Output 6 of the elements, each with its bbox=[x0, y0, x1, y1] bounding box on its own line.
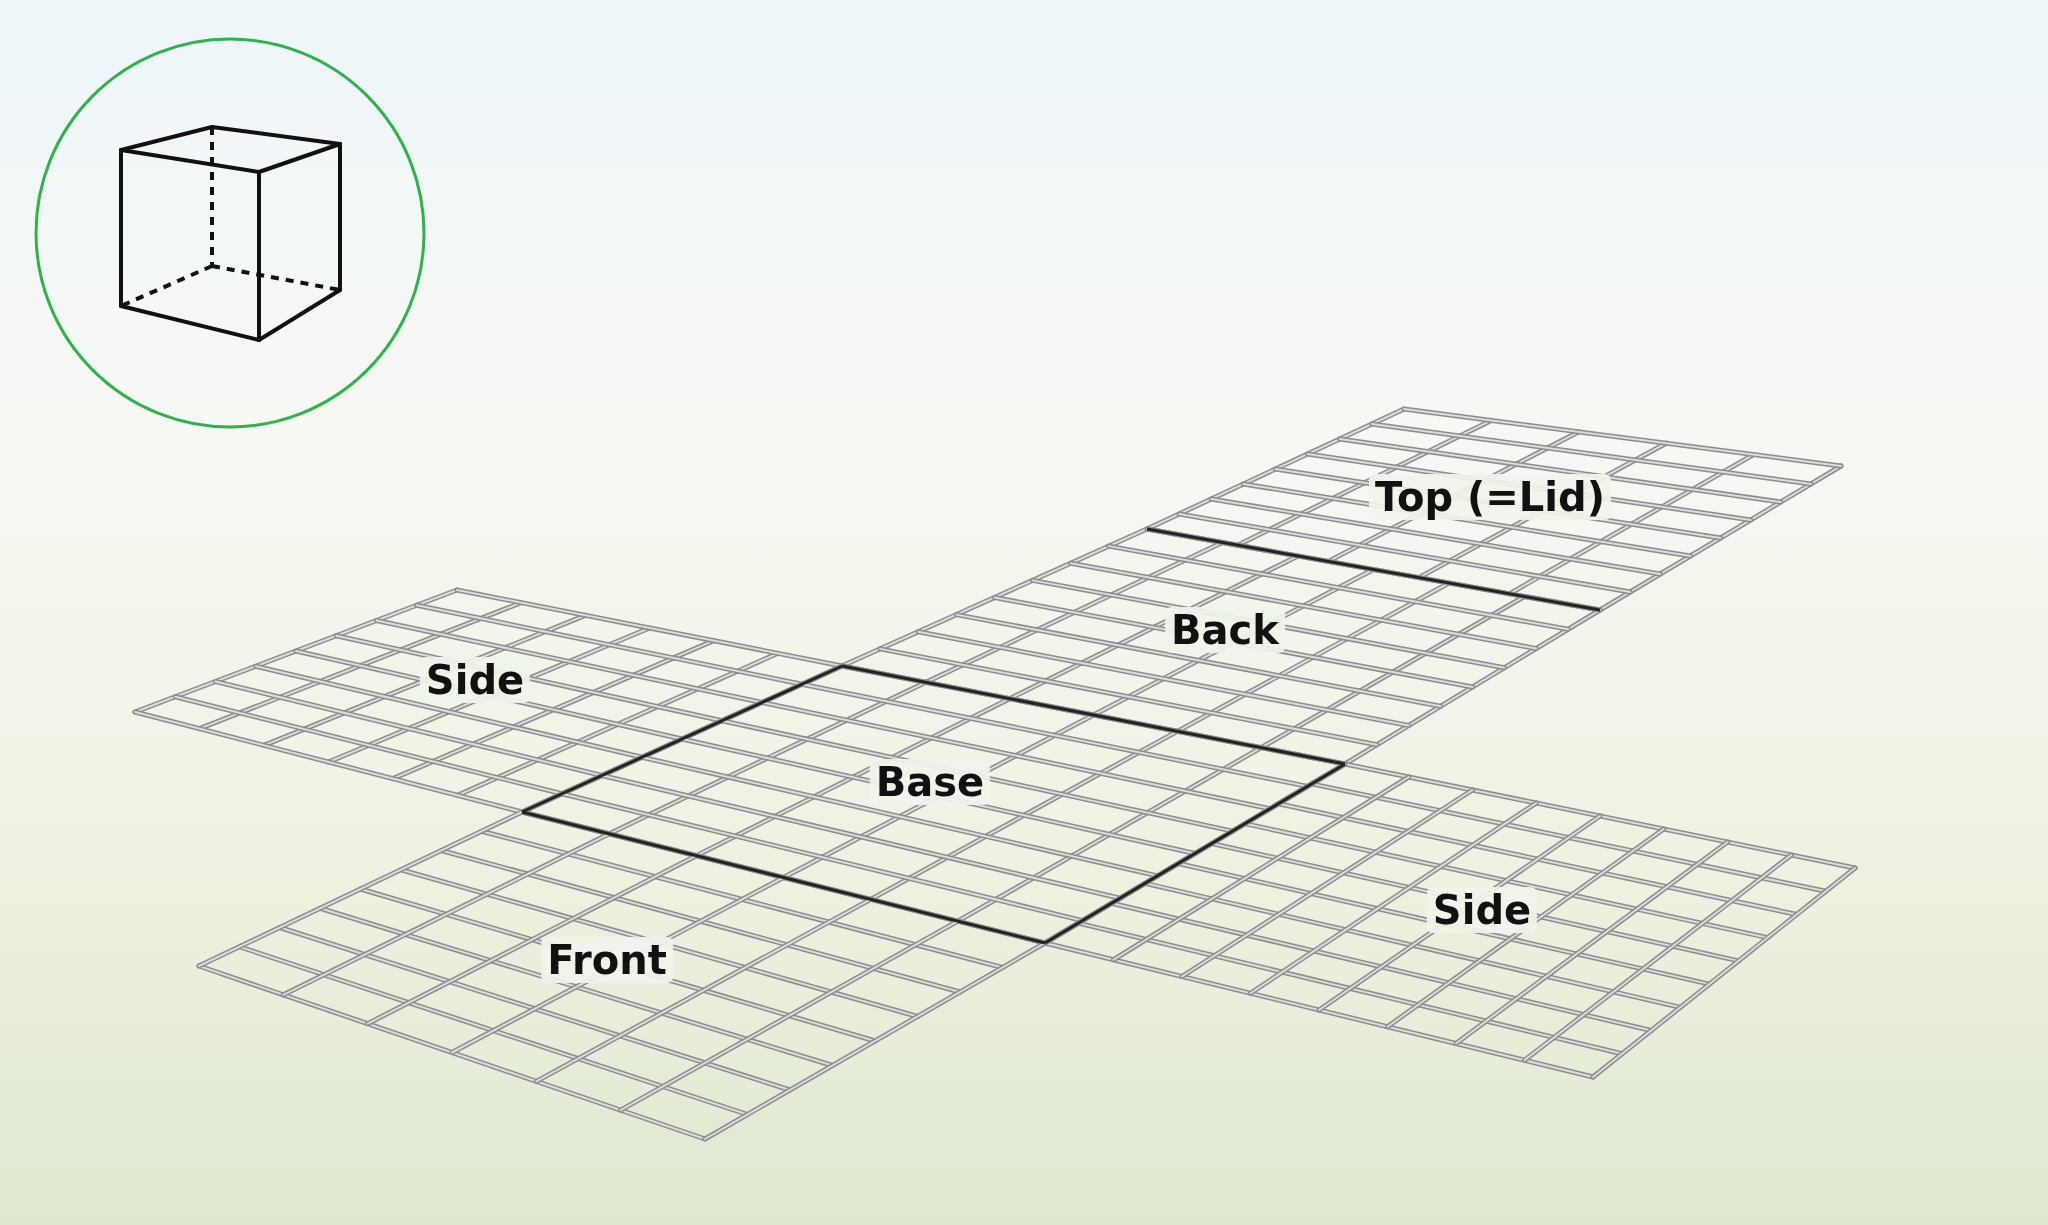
panel-label: Side bbox=[419, 657, 531, 703]
panel-label: Back bbox=[1165, 607, 1285, 653]
panel-label: Top (=Lid) bbox=[1369, 474, 1611, 520]
panel-label: Front bbox=[541, 937, 673, 983]
panel-label: Base bbox=[869, 759, 991, 805]
panel-label: Side bbox=[1426, 887, 1538, 933]
